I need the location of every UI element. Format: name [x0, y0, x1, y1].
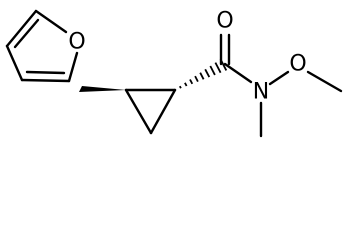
amide-bond-c-n	[223, 62, 253, 84]
carbonyl-oxygen-label: O	[216, 9, 233, 34]
cyclopropane-ring	[124, 88, 177, 135]
furan-bond-c4-c3	[5, 44, 24, 82]
hashed-wedge-bond-cyclopropane-carbonyl	[179, 58, 228, 89]
furan-bond-c2-o1	[67, 51, 79, 83]
hash-stroke	[194, 75, 199, 83]
furan-ring	[5, 9, 79, 83]
hash-stroke	[209, 65, 216, 76]
hash-stroke	[214, 62, 222, 74]
furan-bond-c3-c2	[20, 78, 71, 83]
furan-double-bond-c5-c4-inner	[13, 18, 40, 49]
hash-stroke	[189, 79, 194, 85]
n-o-bond	[268, 70, 290, 86]
amide-group	[219, 33, 253, 84]
wedge-bond-furan-cyclopropane	[79, 86, 126, 92]
cyclopropane-bond-c1-c3	[124, 88, 153, 135]
methoxy-oxygen-label: O	[289, 52, 306, 77]
n-substituents	[259, 70, 343, 138]
hash-stroke	[204, 68, 211, 78]
cyclopropane-bond-c2-c3	[149, 88, 177, 135]
hash-stroke	[184, 82, 188, 87]
hash-stroke	[179, 85, 182, 89]
furan-bond-o1-c5	[34, 9, 68, 34]
molecule-structure-diagram: O O N O	[5, 9, 343, 138]
furan-oxygen-label: O	[68, 30, 85, 55]
furan-bond-c5-c4	[5, 9, 38, 48]
hash-stroke	[199, 72, 205, 80]
amide-nitrogen-label: N	[253, 80, 269, 105]
furan-double-bond-c3-c2-inner	[25, 70, 66, 75]
o-methyl-bond	[306, 70, 343, 93]
